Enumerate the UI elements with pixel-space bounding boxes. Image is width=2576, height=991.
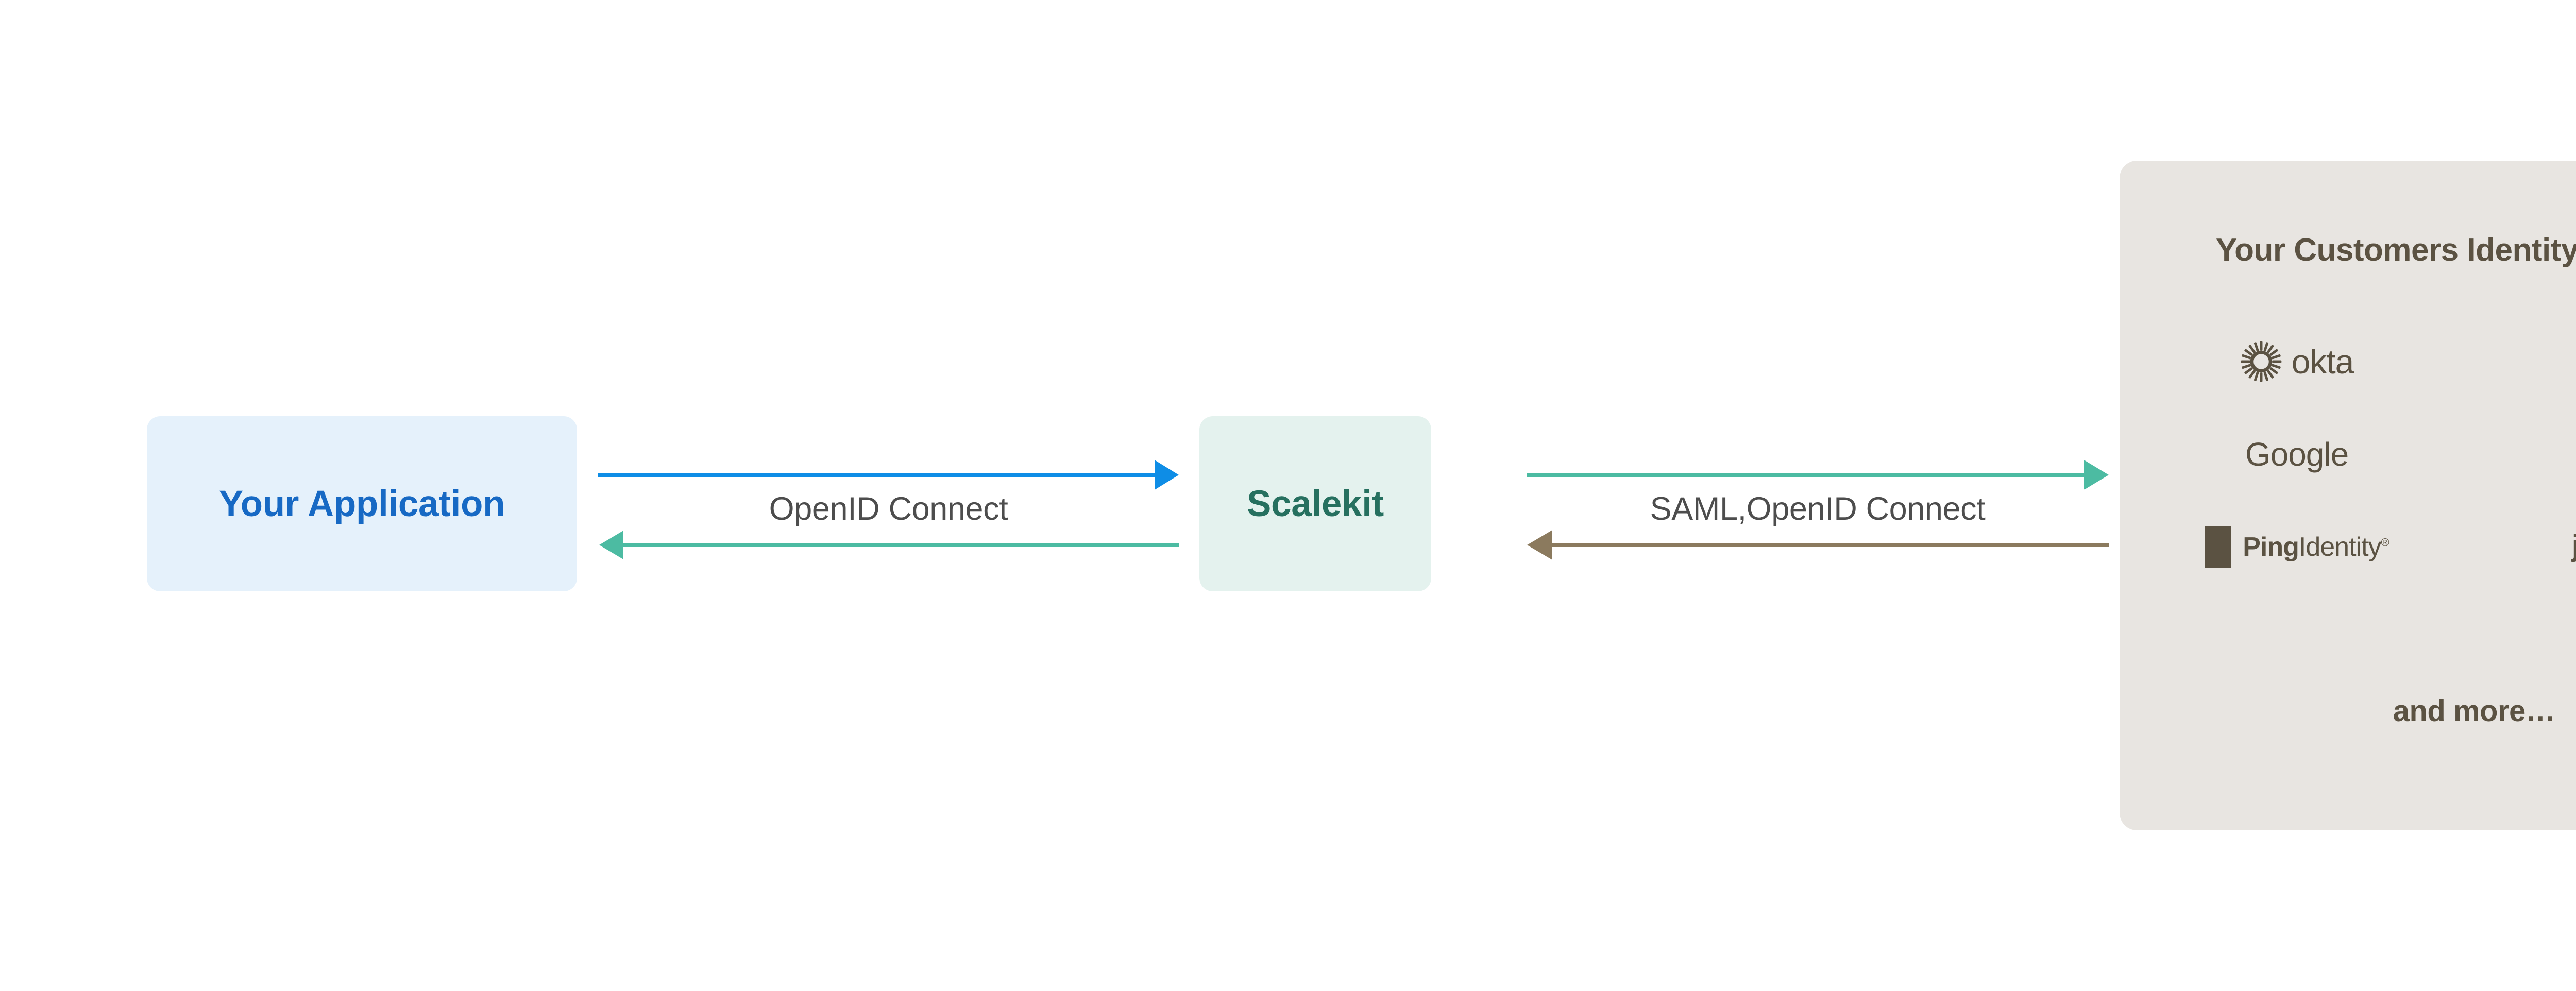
provider-pingidentity-label-light: Identity [2298, 532, 2382, 562]
arrow-scalekit-to-idp [1527, 460, 2109, 490]
identity-providers-footer: and more… [2393, 694, 2555, 728]
provider-jumpcloud[interactable]: jumpcloudTM [2572, 528, 2576, 566]
identity-providers-grid: okta Azure Google onelogin Ping [2120, 315, 2576, 593]
provider-google-label: Google [2245, 436, 2349, 473]
provider-jumpcloud-label-text: jumpcloud [2571, 529, 2576, 563]
arrow-scalekit-to-app [599, 531, 1179, 559]
identity-providers-panel: Your Customers Identity Providers [2120, 161, 2576, 830]
node-your-application[interactable]: Your Application [147, 416, 577, 591]
arrow-caption-openid-connect: OpenID Connect [769, 491, 1008, 527]
ping-square-icon [2205, 526, 2232, 568]
identity-providers-title: Your Customers Identity Providers [2215, 232, 2576, 268]
okta-sunburst-icon [2241, 341, 2281, 382]
node-scalekit-label: Scalekit [1247, 483, 1384, 524]
provider-okta-label: okta [2291, 343, 2354, 381]
provider-jumpcloud-label: jumpcloudTM [2572, 528, 2576, 566]
arrow-idp-to-scalekit [1527, 530, 2109, 560]
provider-pingidentity-label: PingIdentity® [2243, 532, 2389, 562]
node-your-application-label: Your Application [218, 483, 505, 524]
provider-google[interactable]: Google [2245, 435, 2349, 473]
provider-okta[interactable]: okta [2240, 340, 2354, 383]
provider-pingidentity-label-bold: Ping [2243, 532, 2299, 562]
provider-pingidentity[interactable]: PingIdentity® [2205, 526, 2389, 568]
arrow-caption-saml-openid-connect: SAML,OpenID Connect [1650, 491, 1986, 527]
provider-pingidentity-registered-mark: ® [2381, 536, 2389, 549]
node-scalekit[interactable]: Scalekit [1199, 416, 1431, 591]
arrow-app-to-scalekit [598, 460, 1179, 490]
